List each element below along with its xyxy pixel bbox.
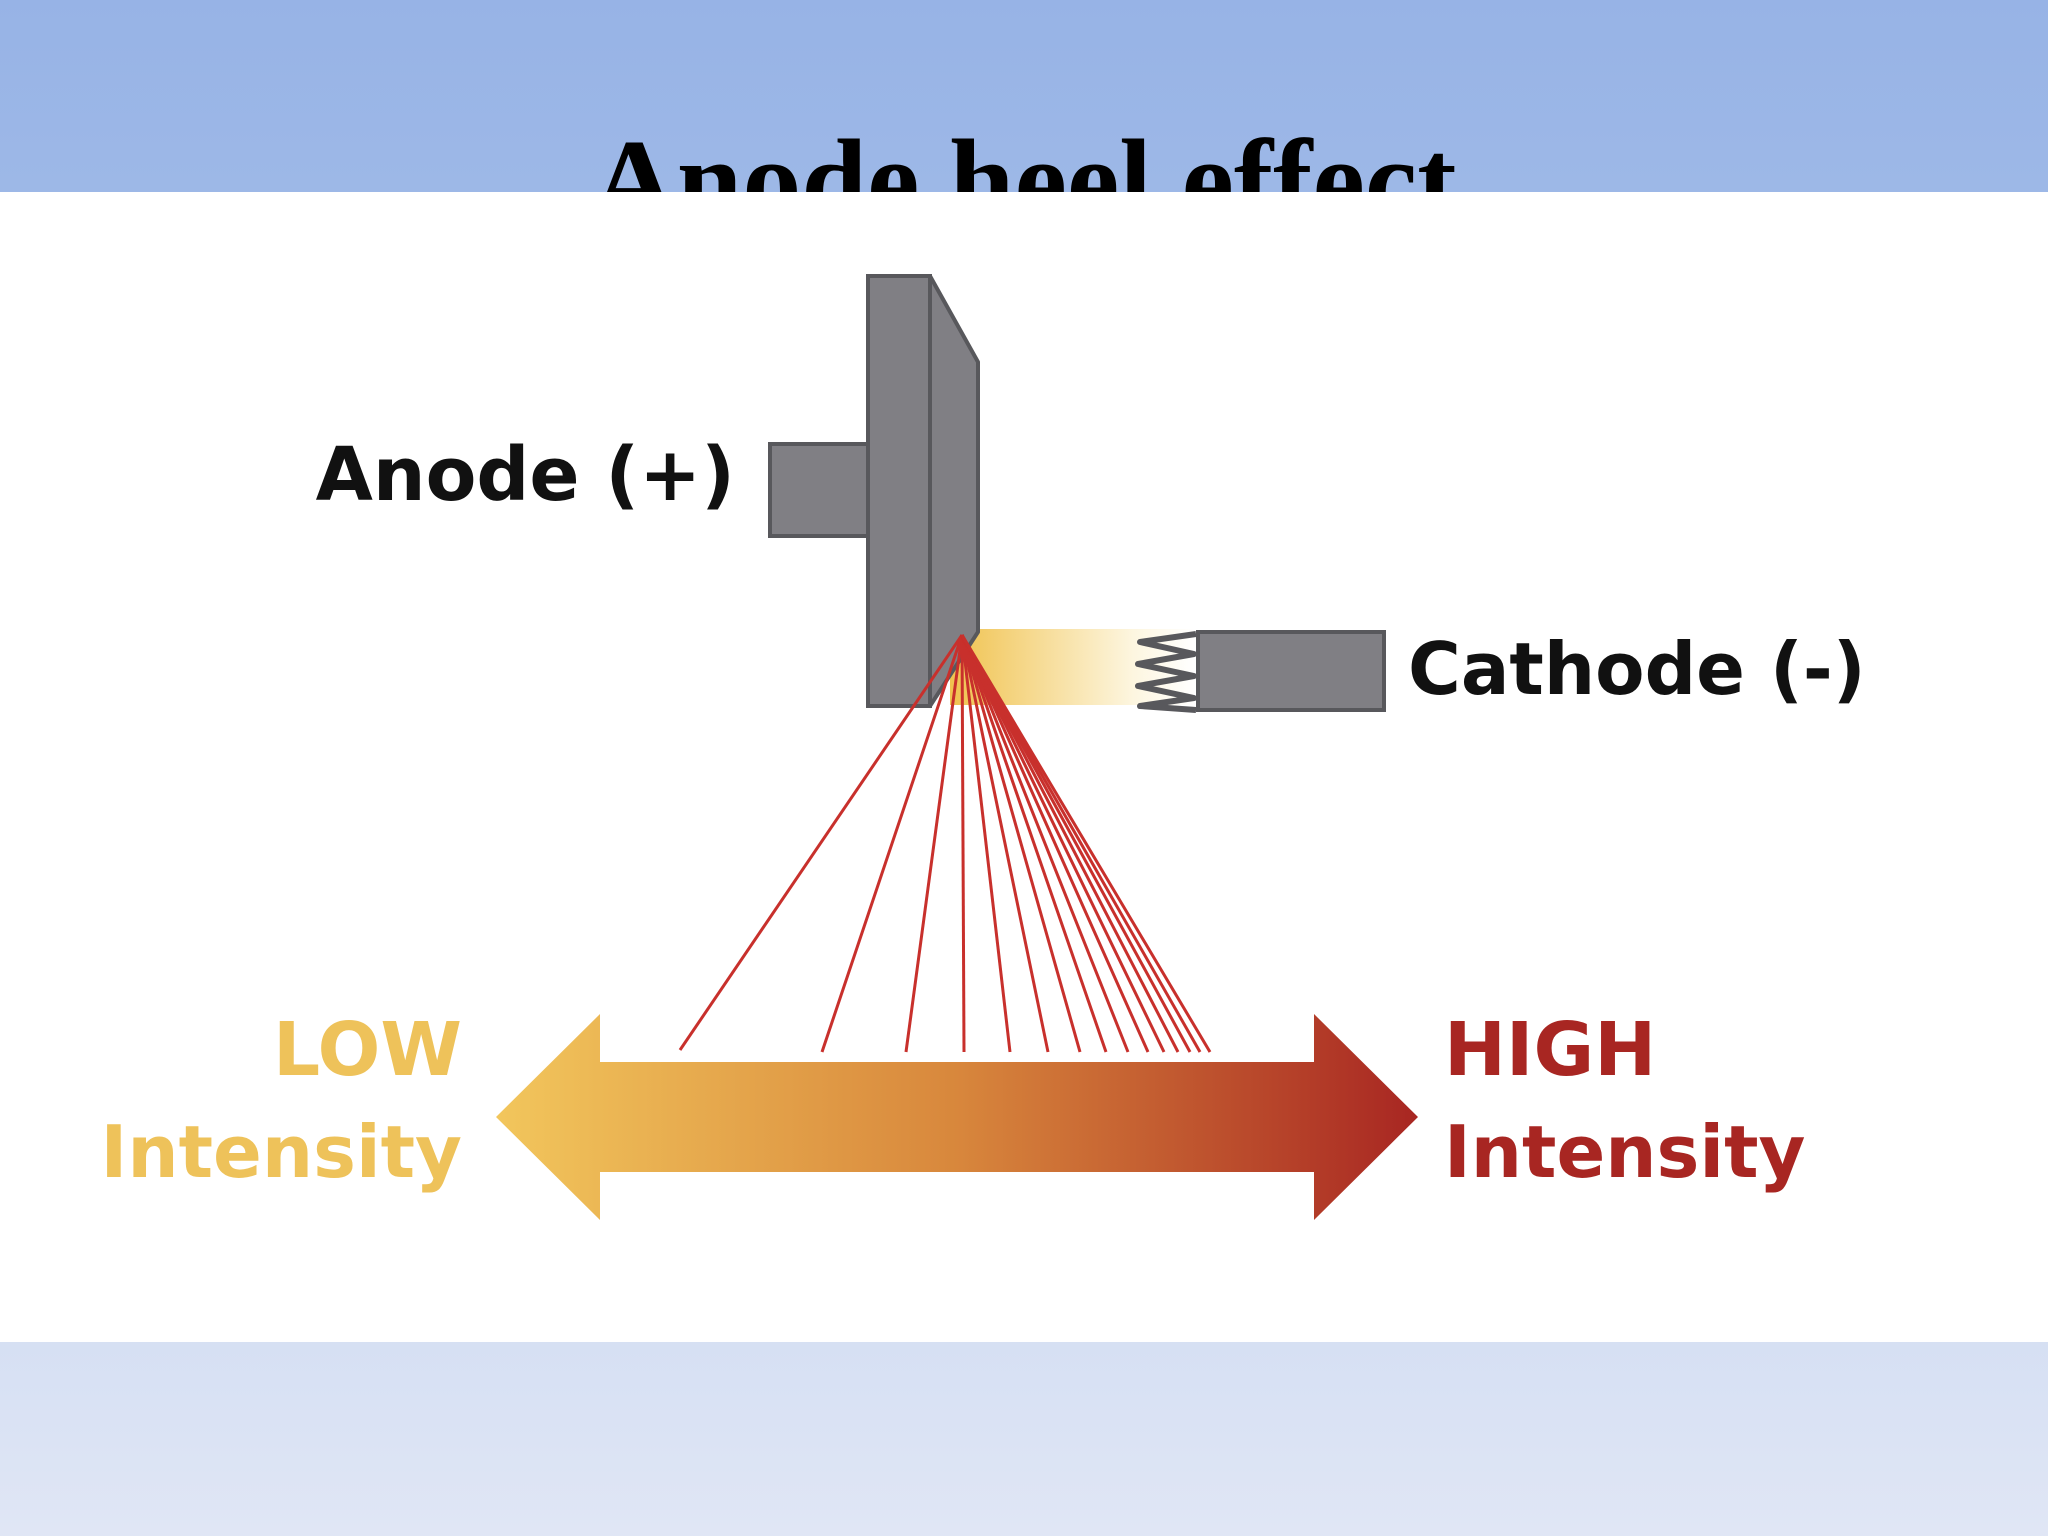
- cathode-filament-icon: [1135, 631, 1197, 713]
- xray-line: [960, 634, 1082, 1053]
- anode-heel-diagram: Anode (+) Cathode (-) LOW Intensity HIGH…: [0, 192, 2048, 1342]
- low-intensity-label: Intensity: [101, 1110, 462, 1194]
- anode-label: Anode (+): [316, 432, 735, 518]
- xray-line: [960, 634, 966, 1053]
- xray-line: [960, 634, 1050, 1053]
- xray-line: [960, 634, 1012, 1053]
- xray-line: [960, 634, 1130, 1053]
- high-label: HIGH: [1444, 1007, 1656, 1093]
- xray-line: [960, 634, 1180, 1053]
- xray-line: [960, 634, 1212, 1053]
- xray-fan: [678, 634, 1212, 1053]
- xray-line: [678, 634, 964, 1051]
- xray-line: [904, 634, 964, 1053]
- anode-body: [866, 274, 932, 708]
- cathode-label: Cathode (-): [1408, 627, 1866, 711]
- high-intensity-label: Intensity: [1444, 1110, 1805, 1194]
- xray-line: [960, 634, 1108, 1053]
- low-label: LOW: [273, 1007, 462, 1093]
- xray-line: [960, 634, 1150, 1053]
- xray-line: [960, 634, 1166, 1053]
- intensity-arrow: [496, 1014, 1418, 1220]
- anode-target-face: [928, 274, 980, 708]
- diagram-canvas: Anode (+) Cathode (-) LOW Intensity HIGH…: [101, 274, 1866, 1220]
- anode-stem: [768, 442, 872, 538]
- cathode-body: [1196, 630, 1386, 712]
- xray-line: [820, 634, 964, 1053]
